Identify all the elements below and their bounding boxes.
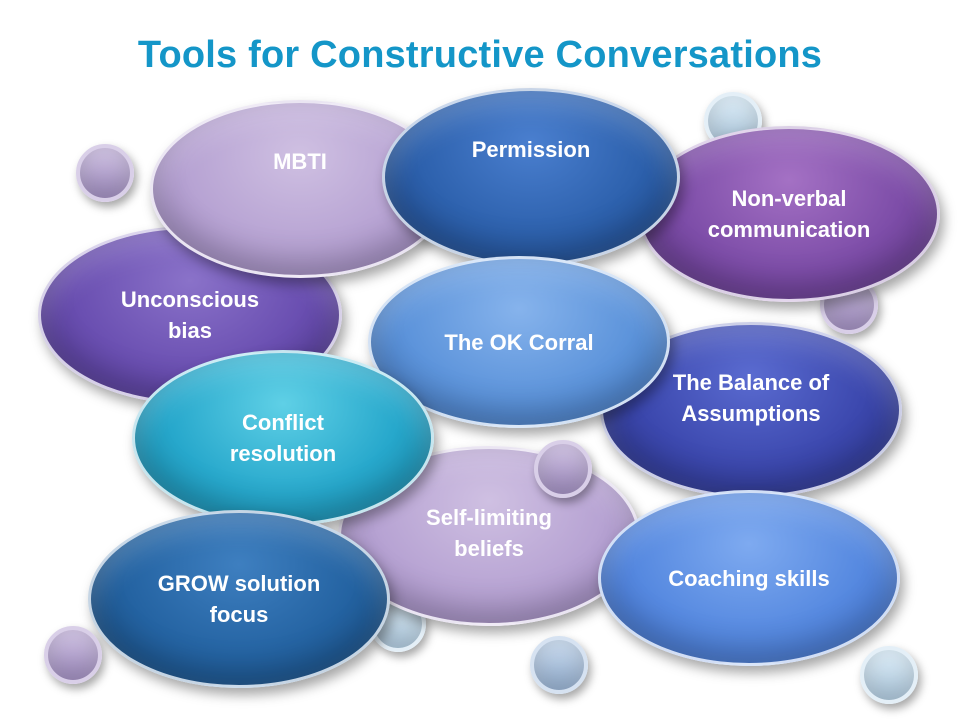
tool-label: The OK Corral — [444, 329, 594, 355]
tool-mbti: MBTI — [150, 100, 450, 278]
tool-label: Conflict resolution — [229, 410, 337, 466]
decorative-bubble — [860, 646, 918, 704]
tool-label: Non-verbal communication — [707, 186, 871, 242]
tool-label: Unconscious bias — [120, 287, 260, 343]
tool-permission: Permission — [382, 88, 680, 266]
tool-label: Self-limiting beliefs — [426, 505, 552, 561]
tool-label: Coaching skills — [668, 565, 830, 591]
tool-grow-solution-focus: GROW solution focus — [88, 510, 390, 688]
tool-conflict-resolution: Conflict resolution — [132, 350, 434, 526]
page-title: Tools for Constructive Conversations — [137, 34, 823, 76]
tool-label: The Balance of Assumptions — [672, 370, 830, 426]
decorative-bubble — [530, 636, 588, 694]
decorative-bubble — [44, 626, 102, 684]
decorative-bubble — [534, 440, 592, 498]
tool-label: MBTI — [273, 148, 327, 174]
tool-label: GROW solution focus — [157, 571, 321, 627]
tool-label: Permission — [471, 136, 591, 162]
tool-coaching-skills: Coaching skills — [598, 490, 900, 666]
tool-non-verbal-communication: Non-verbal communication — [638, 126, 940, 302]
decorative-bubble — [76, 144, 134, 202]
